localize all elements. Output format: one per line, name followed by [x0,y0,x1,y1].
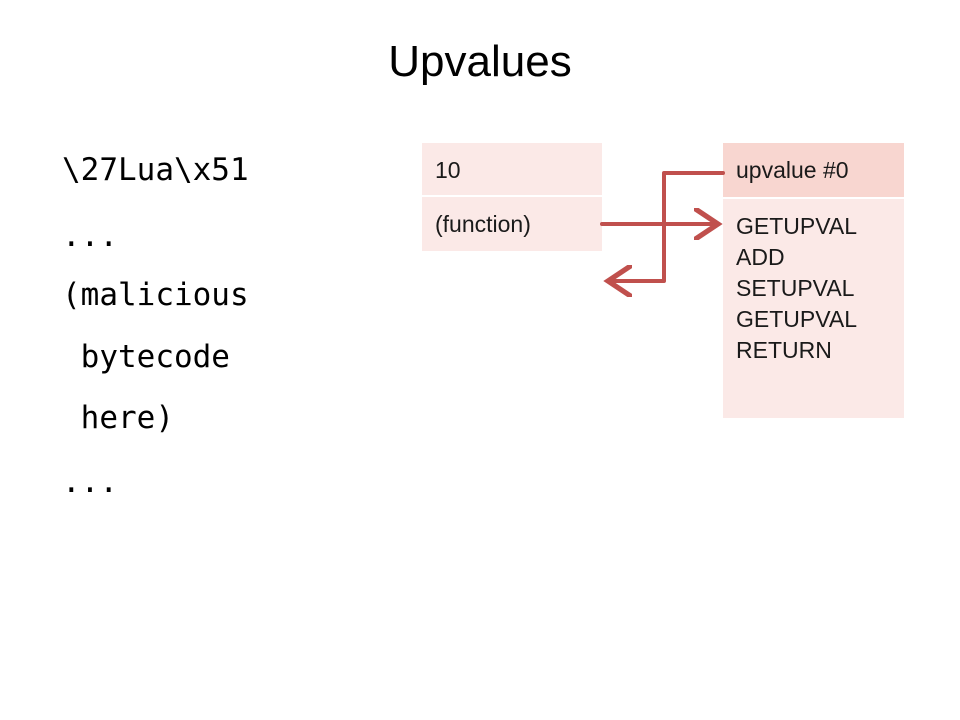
instruction: SETUPVAL [736,275,855,301]
code-line: here) [62,400,174,436]
code-line: ... [62,218,118,254]
code-line: ... [62,464,118,500]
code-line: \27Lua\x51 [62,152,249,188]
instruction: GETUPVAL [736,306,857,332]
instruction-list: GETUPVAL ADD SETUPVAL GETUPVAL RETURN [723,199,904,418]
instruction: RETURN [736,337,832,363]
upvalue-to-stack-arrow [612,171,725,281]
instruction: GETUPVAL [736,213,857,239]
stack-cell-value: 10 [422,143,602,197]
slide-title: Upvalues [388,37,572,86]
code-line: (malicious [62,277,249,313]
stack-cell-function: (function) [422,197,602,251]
code-line: bytecode [62,339,230,375]
upvalue-header: upvalue #0 [723,143,904,197]
instruction: ADD [736,244,785,270]
